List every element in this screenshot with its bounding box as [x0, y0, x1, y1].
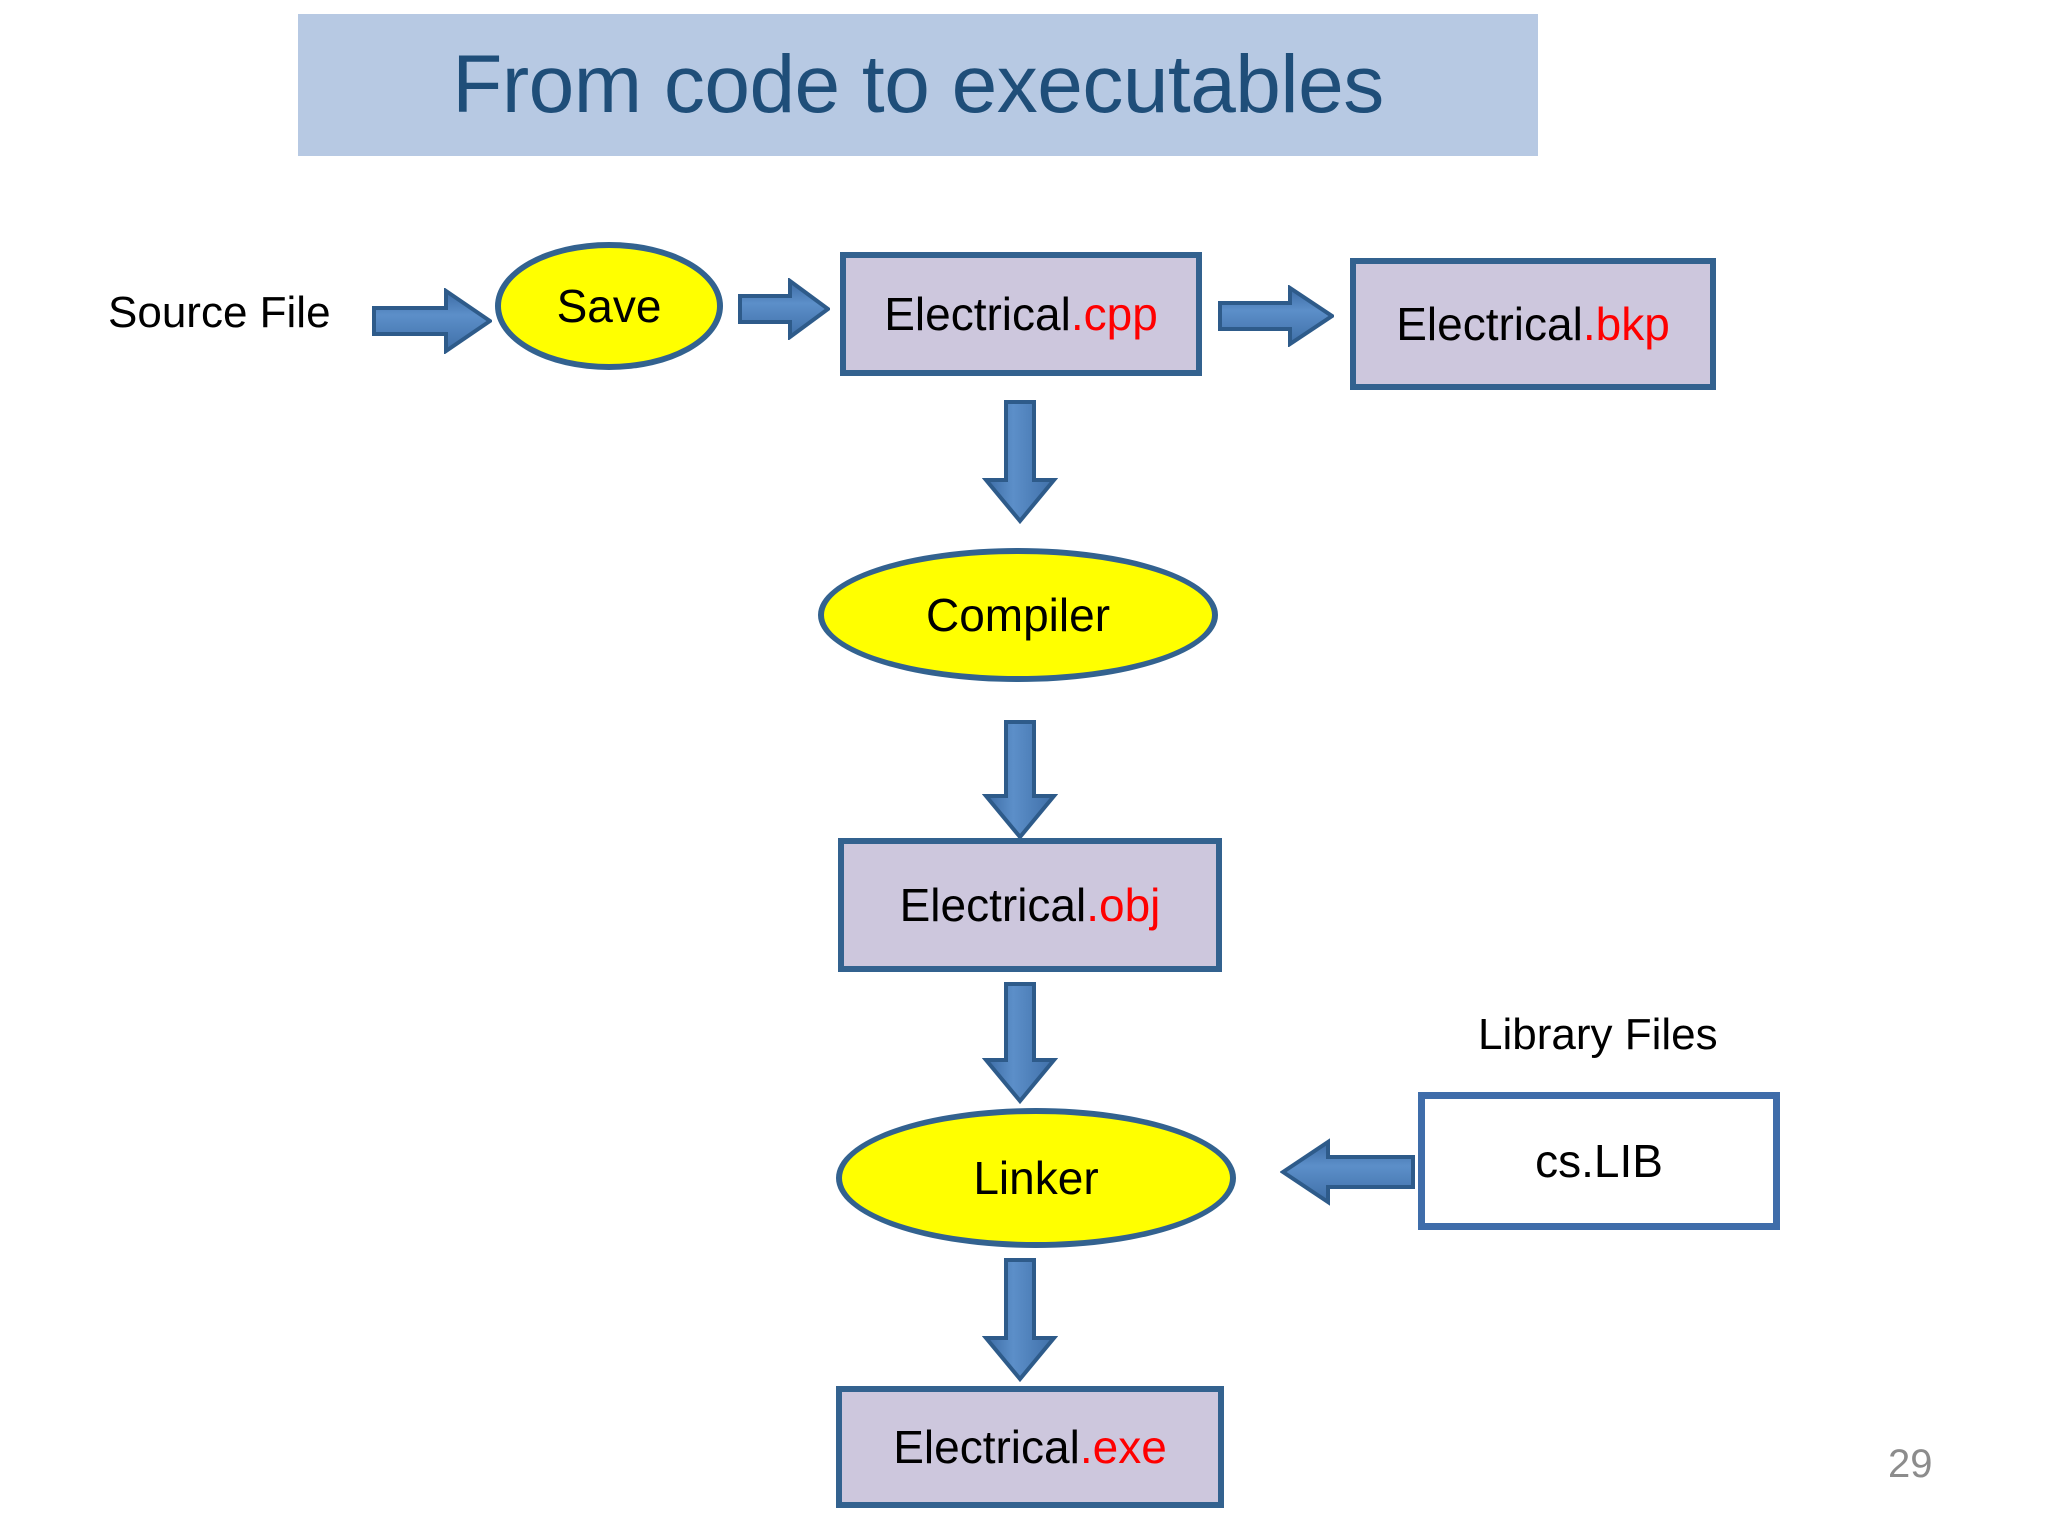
node-electrical-exe[interactable]: Electrical.exe: [836, 1386, 1224, 1508]
source-file-label: Source File: [108, 288, 331, 337]
page-title: From code to executables: [452, 39, 1384, 130]
title-banner: [298, 14, 1538, 156]
node-electrical-bkp-name: Electrical: [1396, 298, 1583, 350]
node-compiler-label: Compiler: [925, 589, 1111, 641]
arrow-cpp-to-bkp: [1218, 285, 1334, 347]
node-save-label: Save: [556, 280, 662, 332]
page-number: 29: [1888, 1442, 1933, 1486]
node-electrical-cpp[interactable]: Electrical.cpp: [840, 252, 1202, 376]
arrow-cpp-to-compiler: [982, 400, 1058, 524]
node-cs-lib[interactable]: cs.LIB: [1418, 1092, 1780, 1230]
node-compiler[interactable]: Compiler: [818, 548, 1218, 682]
arrow-linker-to-exe: [982, 1258, 1058, 1382]
node-electrical-exe-ext: .exe: [1079, 1421, 1167, 1473]
node-linker-label: Linker: [973, 1152, 1099, 1204]
node-cs-lib-label: cs.LIB: [1535, 1135, 1663, 1187]
node-electrical-bkp[interactable]: Electrical.bkp: [1350, 258, 1716, 390]
arrow-lib-to-linker: [1280, 1138, 1415, 1206]
node-electrical-obj-ext: .obj: [1086, 879, 1161, 931]
library-files-label: Library Files: [1478, 1010, 1718, 1059]
arrow-save-to-cpp: [738, 278, 830, 340]
node-electrical-exe-name: Electrical: [893, 1421, 1080, 1473]
node-electrical-cpp-ext: .cpp: [1070, 288, 1158, 340]
node-electrical-obj[interactable]: Electrical.obj: [838, 838, 1222, 972]
arrow-obj-to-linker: [982, 982, 1058, 1104]
node-save[interactable]: Save: [495, 242, 723, 370]
arrow-compiler-to-obj: [982, 720, 1058, 840]
arrow-source-to-save: [372, 288, 492, 354]
node-electrical-bkp-ext: .bkp: [1582, 298, 1670, 350]
node-linker[interactable]: Linker: [836, 1108, 1236, 1248]
node-electrical-cpp-name: Electrical: [884, 288, 1071, 340]
node-electrical-obj-name: Electrical: [899, 879, 1087, 931]
